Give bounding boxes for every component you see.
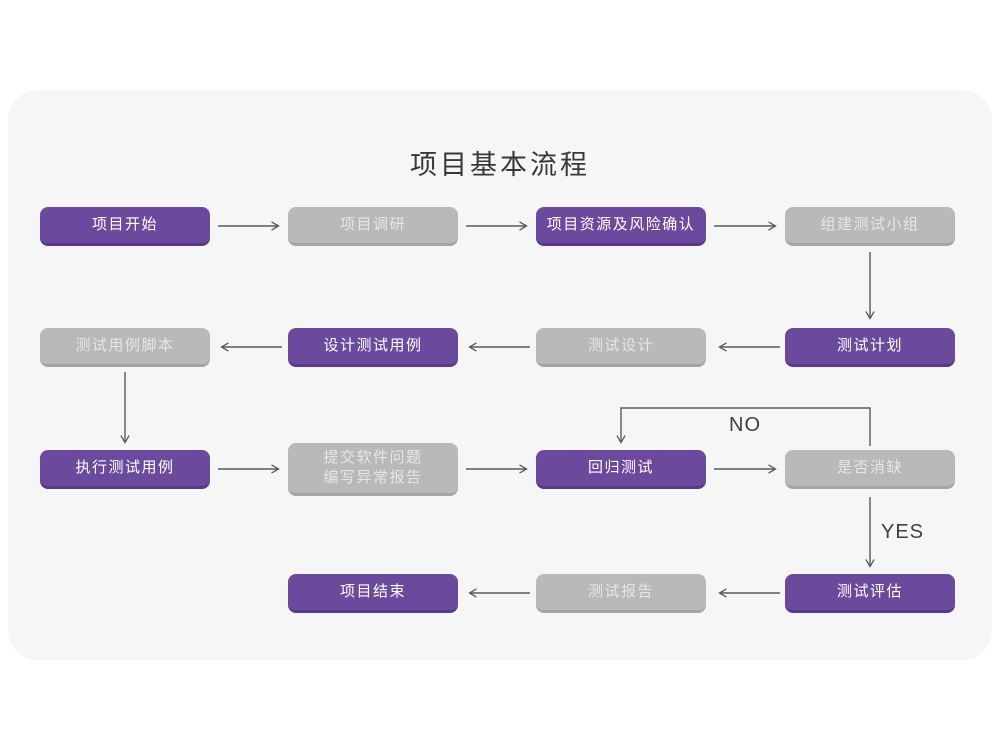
node-test-plan: 测试计划: [785, 328, 955, 367]
node-label: 测试评估: [836, 582, 903, 600]
node-build-team: 组建测试小组: [785, 207, 955, 246]
node-label: 执行测试用例: [75, 458, 175, 476]
node-label: 测试计划: [836, 336, 903, 354]
node-label: 回归测试: [587, 458, 654, 476]
node-test-report: 测试报告: [536, 574, 706, 613]
flowchart-card: [8, 90, 992, 660]
node-resource-risk: 项目资源及风险确认: [536, 207, 706, 246]
node-label: 是否消缺: [836, 458, 903, 476]
edge-label-yes: YES: [881, 521, 925, 543]
node-label: 设计测试用例: [323, 336, 423, 354]
node-test-evaluate: 测试评估: [785, 574, 955, 613]
node-submit-issues: 提交软件问题 编写异常报告: [288, 443, 458, 496]
edge-label-no: NO: [729, 414, 761, 436]
node-label-line1: 提交软件问题: [323, 448, 423, 466]
node-execute-cases: 执行测试用例: [40, 450, 210, 489]
node-project-research: 项目调研: [288, 207, 458, 246]
node-label: 测试设计: [587, 336, 654, 354]
node-test-design: 测试设计: [536, 328, 706, 367]
node-project-end: 项目结束: [288, 574, 458, 613]
node-regression-test: 回归测试: [536, 450, 706, 489]
node-label: 测试用例脚本: [75, 336, 175, 354]
node-label-line2: 编写异常报告: [323, 469, 423, 486]
node-label: 项目开始: [91, 215, 158, 233]
diagram-title: 项目基本流程: [410, 150, 590, 180]
node-defect-cleared: 是否消缺: [785, 450, 955, 489]
node-design-cases: 设计测试用例: [288, 328, 458, 367]
node-project-start: 项目开始: [40, 207, 210, 246]
node-case-script: 测试用例脚本: [40, 328, 210, 367]
node-label: 测试报告: [587, 582, 654, 600]
node-label: 项目调研: [339, 215, 406, 233]
node-label: 项目资源及风险确认: [546, 215, 696, 233]
node-label: 组建测试小组: [820, 215, 920, 233]
node-label: 项目结束: [339, 582, 406, 600]
